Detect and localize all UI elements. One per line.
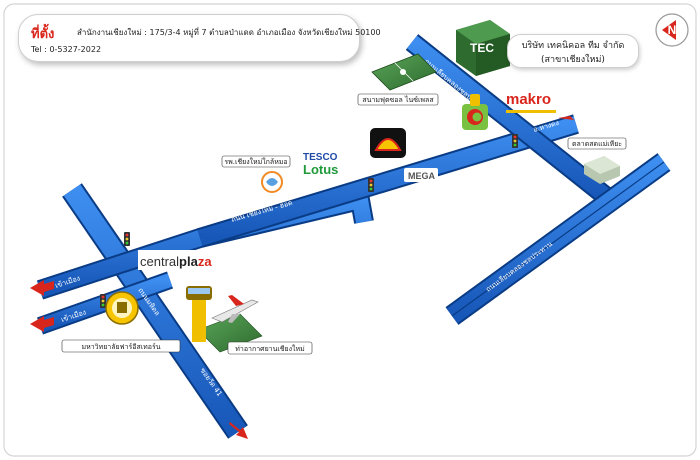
direction-arrows: [30, 116, 574, 439]
arrow-icon: [30, 280, 54, 296]
hospital: รพ.เชียงใหม่ใกล้หมอ: [221, 155, 291, 193]
label-university: มหาวิทยาลัยฟาร์อีสเทอร์น: [81, 343, 160, 351]
tec-logo-text: TEC: [470, 41, 494, 55]
traffic-light-icon: [512, 134, 518, 148]
phone-text: Tel : 0-5327-2022: [31, 45, 102, 54]
soccer-ball-icon: [400, 69, 406, 75]
company-branch: (สาขาเชียงใหม่): [541, 55, 605, 65]
label-football: สนามฟุตซอล ไนซ์เพลส: [362, 95, 434, 104]
central-plaza-logo: centralplaza: [138, 250, 228, 270]
hospital-icon: [261, 171, 283, 193]
label-hospital: รพ.เชียงใหม่ใกล้หมอ: [224, 157, 287, 166]
company-name: บริษัท เทคนิคอล ทีม จำกัด: [521, 41, 625, 51]
football-field: สนามฟุตซอล ไนซ์เพลส: [357, 53, 439, 106]
traffic-light-icon: [124, 232, 130, 246]
bigc-logo: [462, 94, 488, 130]
arrow-icon: [229, 422, 248, 439]
label-airport: ท่าอากาศยานเชียงใหม่: [235, 344, 304, 353]
lotus-text: Lotus: [303, 162, 338, 177]
plaza-text-1: pla: [179, 254, 199, 269]
address-text: สำนักงานเชียงใหม่ : 175/3-4 หมู่ที่ 7 ตำ…: [77, 28, 381, 37]
tec-building: TEC: [456, 20, 510, 76]
road-chiangmai-hod: [36, 114, 579, 300]
road-network: [36, 34, 671, 439]
makro-logo: makro: [506, 91, 556, 113]
plaza-text-2: za: [198, 254, 213, 269]
address-card: ที่ตั้ง สำนักงานเชียงใหม่ : 175/3-4 หมู่…: [18, 14, 381, 62]
airport: ท่าอากาศยานเชียงใหม่: [186, 286, 313, 355]
road-label-canal: ถนนเลียบคลองชลประทาน: [484, 240, 554, 294]
makro-text: makro: [506, 91, 551, 108]
central-text: central: [140, 254, 179, 269]
svg-text:centralplaza: centralplaza: [140, 254, 212, 269]
airplane-icon: [211, 295, 259, 323]
road-mahidol: [62, 183, 248, 439]
compass-letter: N: [668, 23, 677, 37]
traffic-lights: [100, 134, 518, 308]
arrow-icon: [30, 316, 54, 332]
tesco-text: TESCO: [303, 152, 338, 163]
label-market: ตลาดสดแม่เหียะ: [572, 140, 622, 148]
market-building: ตลาดสดแม่เหียะ: [567, 137, 627, 184]
university: มหาวิทยาลัยฟาร์อีสเทอร์น: [61, 291, 181, 353]
traffic-light-icon: [368, 178, 374, 192]
compass-icon: N: [655, 13, 689, 47]
map-frame: [3, 3, 697, 457]
arrow-icon: [556, 116, 574, 120]
mega-logo: MEGA: [404, 168, 438, 182]
tesco-lotus-logo: TESCO Lotus: [303, 152, 338, 177]
traffic-light-icon: [100, 294, 106, 308]
shell-logo-icon: [370, 128, 406, 158]
road-outer-right: [445, 153, 671, 325]
university-seal-icon: [105, 291, 139, 325]
control-tower-icon: [186, 286, 212, 342]
mega-text: MEGA: [408, 171, 436, 181]
road-canal: [405, 34, 615, 206]
company-card: บริษัท เทคนิคอล ทีม จำกัด (สาขาเชียงใหม่…: [507, 34, 639, 68]
location-title: ที่ตั้ง: [31, 27, 55, 42]
